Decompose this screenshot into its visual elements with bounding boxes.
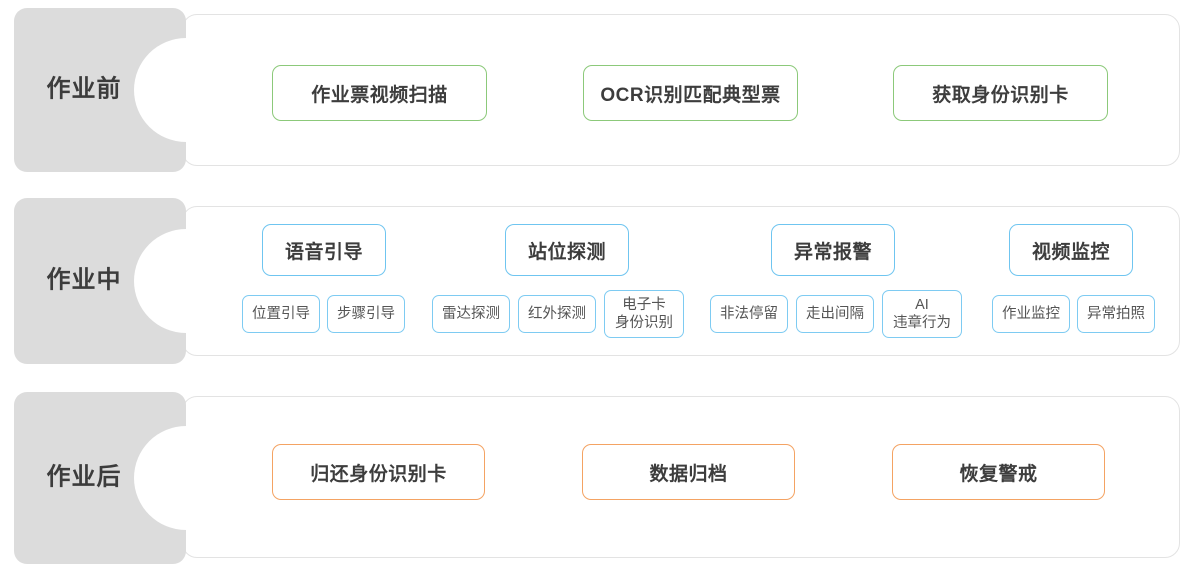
- chip-line-1: 异常拍照: [1087, 305, 1145, 322]
- chip-line-1: 电子卡: [622, 296, 666, 313]
- phase-label-plate-after: 作业后: [14, 392, 238, 564]
- chip-during-5[interactable]: 非法停留: [710, 295, 788, 333]
- chip-line-1: 作业监控: [1002, 305, 1060, 322]
- node-after-1[interactable]: 数据归档: [582, 444, 795, 500]
- phase-label-after: 作业后: [46, 463, 122, 491]
- chip-line-1: 红外探测: [528, 305, 586, 322]
- node-during-abnormal-alarm[interactable]: 异常报警: [771, 224, 895, 276]
- chip-line-1: 雷达探测: [442, 305, 500, 322]
- chip-line-2: 违章行为: [893, 315, 951, 331]
- phase-row-before: 作业前 作业票视频扫描 OCR识别匹配典型票 获取身份识别卡: [0, 0, 1200, 180]
- phase-label-plate-during: 作业中: [14, 198, 238, 364]
- node-during-voice-guide[interactable]: 语音引导: [262, 224, 386, 276]
- chip-line-1: 步骤引导: [337, 305, 395, 322]
- plate-notch-icon: [134, 38, 238, 142]
- node-before-1[interactable]: OCR识别匹配典型票: [583, 65, 798, 121]
- phase-label-during: 作业中: [46, 266, 122, 294]
- chip-line-1: AI: [915, 296, 929, 313]
- chip-during-7[interactable]: AI 违章行为: [882, 290, 962, 338]
- chip-line-1: 非法停留: [720, 305, 778, 322]
- node-after-2[interactable]: 恢复警戒: [892, 444, 1105, 500]
- phase-row-after: 作业后 归还身份识别卡 数据归档 恢复警戒: [0, 382, 1200, 572]
- chip-during-4[interactable]: 电子卡 身份识别: [604, 290, 684, 338]
- phase-row-during: 作业中 语音引导 站位探测 异常报警 视频监控 位置引导 步骤引导 雷达探测 红…: [0, 192, 1200, 370]
- chip-during-8[interactable]: 作业监控: [992, 295, 1070, 333]
- chip-line-1: 位置引导: [252, 305, 310, 322]
- phase-label-before: 作业前: [46, 75, 122, 103]
- phase-label-plate-before: 作业前: [14, 8, 238, 172]
- node-before-2[interactable]: 获取身份识别卡: [893, 65, 1108, 121]
- chip-during-3[interactable]: 红外探测: [518, 295, 596, 333]
- node-after-0[interactable]: 归还身份识别卡: [272, 444, 485, 500]
- node-before-0[interactable]: 作业票视频扫描: [272, 65, 487, 121]
- chip-during-1[interactable]: 步骤引导: [327, 295, 405, 333]
- chip-during-0[interactable]: 位置引导: [242, 295, 320, 333]
- chip-during-2[interactable]: 雷达探测: [432, 295, 510, 333]
- node-during-position-detect[interactable]: 站位探测: [505, 224, 629, 276]
- chip-during-9[interactable]: 异常拍照: [1077, 295, 1155, 333]
- chip-line-1: 走出间隔: [806, 305, 864, 322]
- chip-during-6[interactable]: 走出间隔: [796, 295, 874, 333]
- plate-notch-icon: [134, 229, 238, 333]
- chip-line-2: 身份识别: [615, 315, 673, 331]
- plate-notch-icon: [134, 426, 238, 530]
- node-during-video-monitor[interactable]: 视频监控: [1009, 224, 1133, 276]
